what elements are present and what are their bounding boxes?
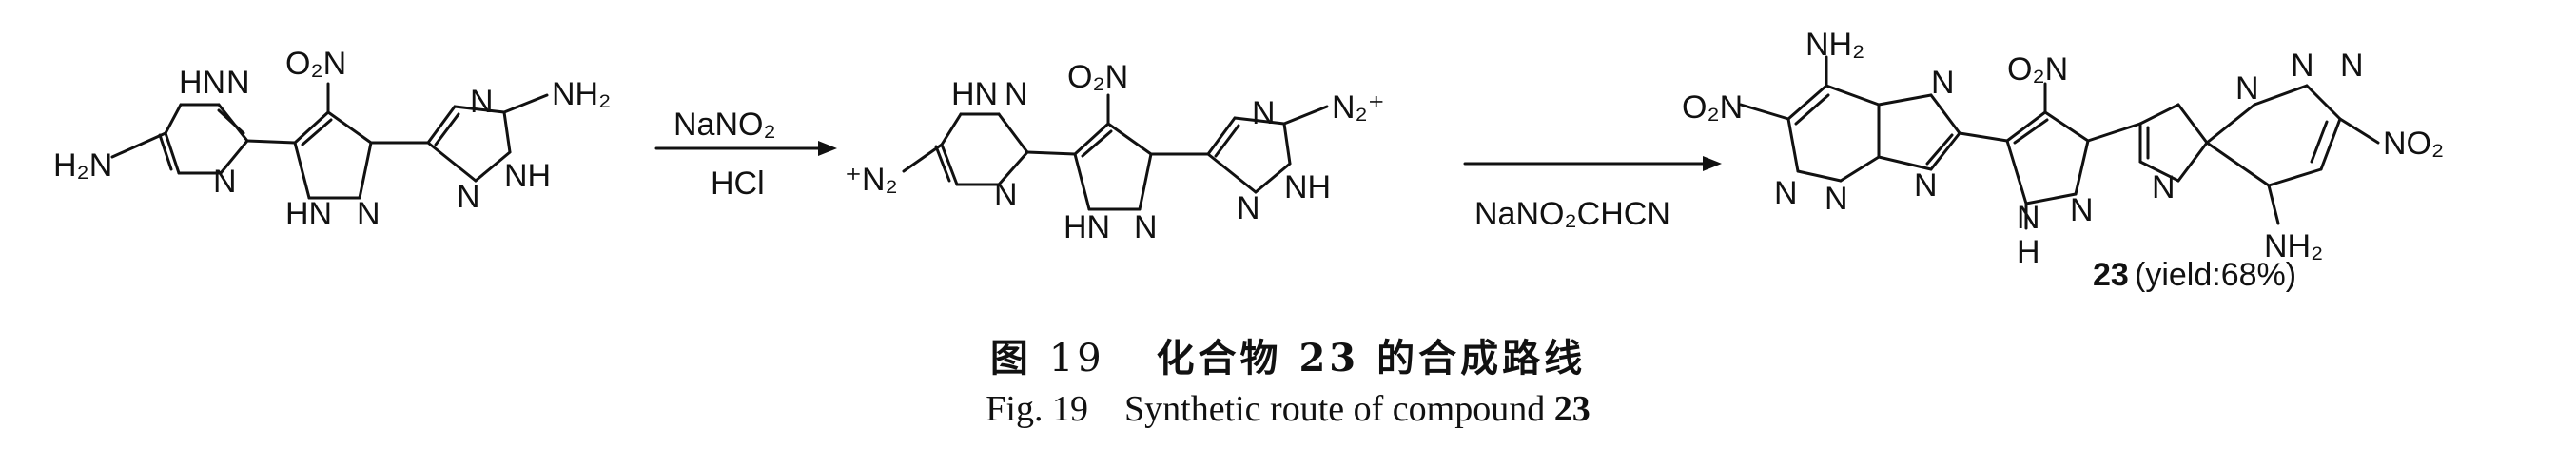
atom-label-n: N [1931,65,1955,101]
atom-label-n: N [1914,167,1938,204]
figure-caption-chinese: 图 19 化合物 23 的合成路线 [0,327,2576,382]
atom-label-n: N [1252,95,1276,131]
atom-label-no2: NO₂ [2383,126,2444,162]
atom-label-n: N [2340,48,2364,84]
caption-text: Synthetic route of compound [1124,389,1546,429]
figure-caption-english: Fig. 19 Synthetic route of compound 23 [0,388,2576,430]
atom-label-hn: HN [1064,209,1110,245]
atom-label-n: N [1237,190,1260,226]
atom-label-o2n: O₂N [2007,51,2068,88]
atom-label-o2n: O₂N [1067,59,1128,95]
atom-label-nh2: NH₂ [2264,228,2323,264]
starting-material-structure [110,82,549,200]
product-yield: (yield:68%) [2135,257,2296,293]
caption-title-part: 的合成路线 [1376,336,1587,381]
atom-label-n: N [2291,48,2314,84]
synthetic-scheme: HN N H₂N N O₂N HN N N NH₂ N NH NaNO₂ HCl… [53,27,2444,293]
atom-label-nh: NH [504,158,551,194]
atom-label-h: H [2017,234,2040,270]
atom-label-diazonium-left: ⁺N₂ [845,162,898,198]
atom-label-hn: HN [951,76,998,112]
caption-figure-number: 19 [1048,337,1105,381]
atom-label-n: N [357,196,381,232]
atom-label-n: N [2017,200,2040,236]
atom-label-n: N [1005,76,1028,112]
step1-reagent-top: NaNO₂ [673,107,776,143]
product-structure [1739,55,2380,230]
atom-label-n: N [994,177,1018,213]
caption-figure-label: Fig. 19 [986,389,1088,429]
atom-label-nh: NH [1284,169,1331,205]
atom-label-hn: HN [285,196,332,232]
atom-label-n: N [2152,169,2176,205]
atom-label-nh2: NH₂ [552,76,611,112]
atom-label-n: N [226,65,250,101]
atom-label-n: N [1774,175,1798,211]
caption-title-part: 化合物 [1156,336,1282,381]
atom-label-n: N [1825,181,1848,217]
step1-reagent-bottom: HCl [711,166,765,202]
atom-label-n: N [213,164,237,200]
atom-label-hn: HN [179,65,225,101]
atom-label-h2n: H₂N [53,147,112,184]
atom-label-n: N [2070,192,2094,228]
atom-label-n: N [470,84,494,120]
product-number: 23 [2093,257,2129,293]
atom-label-n: N [457,179,480,215]
atom-label-diazonium-right: N₂⁺ [1332,89,1385,126]
atom-label-o2n: O₂N [1682,89,1743,126]
atom-label-o2n: O₂N [285,46,346,82]
atom-label-nh2: NH₂ [1805,27,1864,63]
caption-compound-number: 23 [1553,389,1590,429]
step2-reagent: NaNO₂CHCN [1474,196,1670,232]
atom-label-n: N [2235,70,2259,107]
diazonium-intermediate-structure [902,93,1329,211]
atom-label-n: N [1134,209,1158,245]
caption-compound-number: 23 [1298,336,1360,381]
caption-prefix: 图 [989,336,1032,381]
